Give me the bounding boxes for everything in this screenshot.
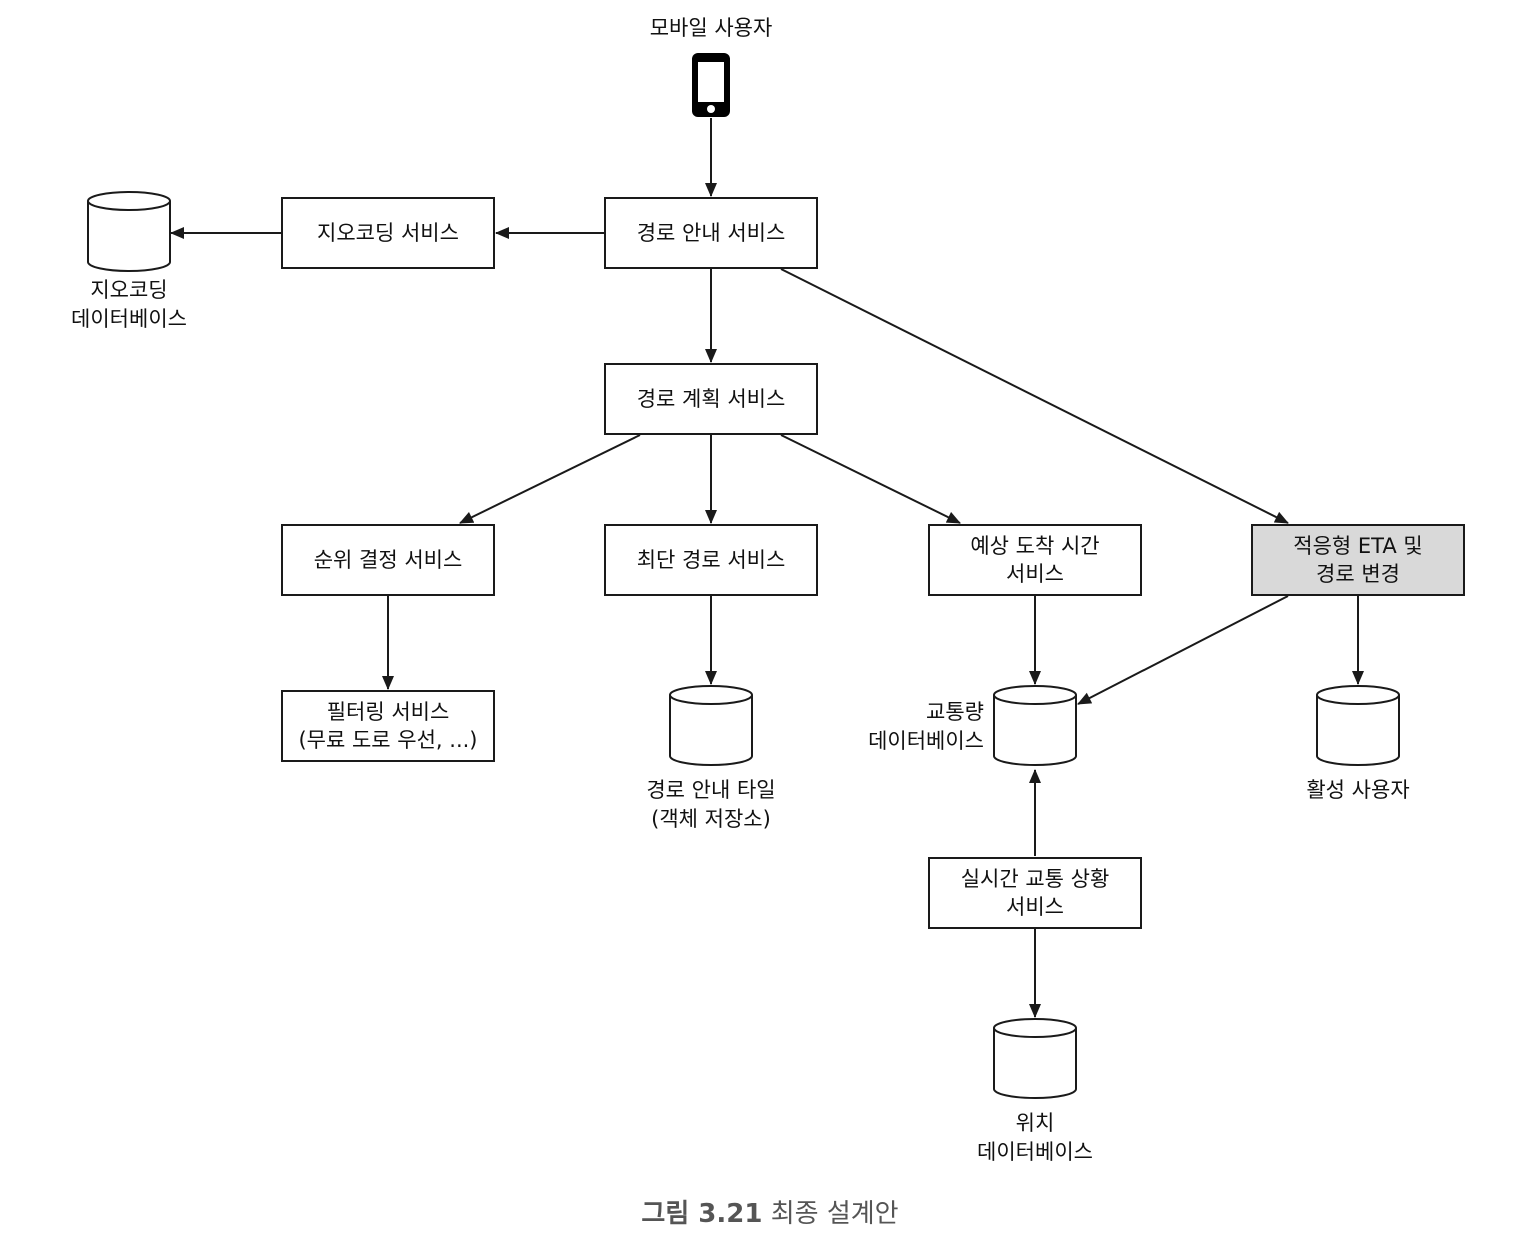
ranker-service-label: 순위 결정 서비스 [313,548,463,572]
location-db-cylinder-icon [993,1018,1077,1099]
filter-service-label-line1: 필터링 서비스 [326,700,450,724]
routing-tiles-label-line1: 경로 안내 타일 [646,778,776,802]
realtime-traffic-label-line2: 서비스 [1006,895,1064,919]
route-planner-service-box: 경로 계획 서비스 [604,363,818,435]
route-planner-service-label: 경로 계획 서비스 [636,387,786,411]
mobile-user-label: 모바일 사용자 [649,16,773,40]
eta-service-label-line1: 예상 도착 시간 [970,534,1100,558]
traffic-db-label: 교통량 데이터베이스 [868,698,984,756]
adaptive-eta-label-line2: 경로 변경 [1316,562,1400,586]
active-users-cylinder-icon [1316,685,1400,766]
geocoding-service-label: 지오코딩 서비스 [317,221,459,245]
arrow-planner-to-ranker [459,434,641,524]
geocoding-db-cylinder-icon [87,191,171,272]
realtime-traffic-label-line1: 실시간 교통 상황 [960,867,1110,891]
filter-service-box: 필터링 서비스 (무료 도로 우선, ...) [281,690,495,762]
geocoding-service-box: 지오코딩 서비스 [281,197,495,269]
geocoding-db-label-line2: 데이터베이스 [71,307,187,331]
arrow-planner-to-eta [780,434,961,524]
location-db-label-line1: 위치 [1015,1111,1055,1135]
figure-caption: 그림 3.21 최종 설계안 [0,1193,1540,1230]
figure-title: 최종 설계안 [770,1199,899,1229]
routing-tiles-label: 경로 안내 타일 (객체 저장소) [646,776,775,834]
routing-tiles-label-line2: (객체 저장소) [651,807,771,831]
traffic-db-cylinder-icon [993,685,1077,766]
shortest-path-service-label: 최단 경로 서비스 [636,548,786,572]
ranker-service-box: 순위 결정 서비스 [281,524,495,596]
routing-tiles-cylinder-icon [669,685,753,766]
traffic-db-label-line1: 교통량 [926,700,984,724]
mobile-phone-icon [692,53,730,117]
traffic-db-label-line2: 데이터베이스 [868,729,984,753]
routing-service-box: 경로 안내 서비스 [604,197,818,269]
active-users-label: 활성 사용자 [1306,778,1410,802]
location-db-label: 위치 데이터베이스 [977,1109,1093,1167]
arrow-adaptive-to-traffic-db [1077,595,1289,705]
eta-service-label-line2: 서비스 [1006,562,1064,586]
eta-service-box: 예상 도착 시간 서비스 [928,524,1142,596]
shortest-path-service-box: 최단 경로 서비스 [604,524,818,596]
location-db-label-line2: 데이터베이스 [977,1140,1093,1164]
filter-service-label-line2: (무료 도로 우선, ...) [298,728,478,752]
geocoding-db-label: 지오코딩 데이터베이스 [71,276,187,334]
realtime-traffic-service-box: 실시간 교통 상황 서비스 [928,857,1142,929]
figure-number: 그림 3.21 [641,1199,763,1229]
geocoding-db-label-line1: 지오코딩 [90,278,168,302]
adaptive-eta-box: 적응형 ETA 및 경로 변경 [1251,524,1465,596]
adaptive-eta-label-line1: 적응형 ETA 및 [1293,534,1423,558]
routing-service-label: 경로 안내 서비스 [636,221,786,245]
arrow-routing-to-adaptive [780,268,1289,524]
